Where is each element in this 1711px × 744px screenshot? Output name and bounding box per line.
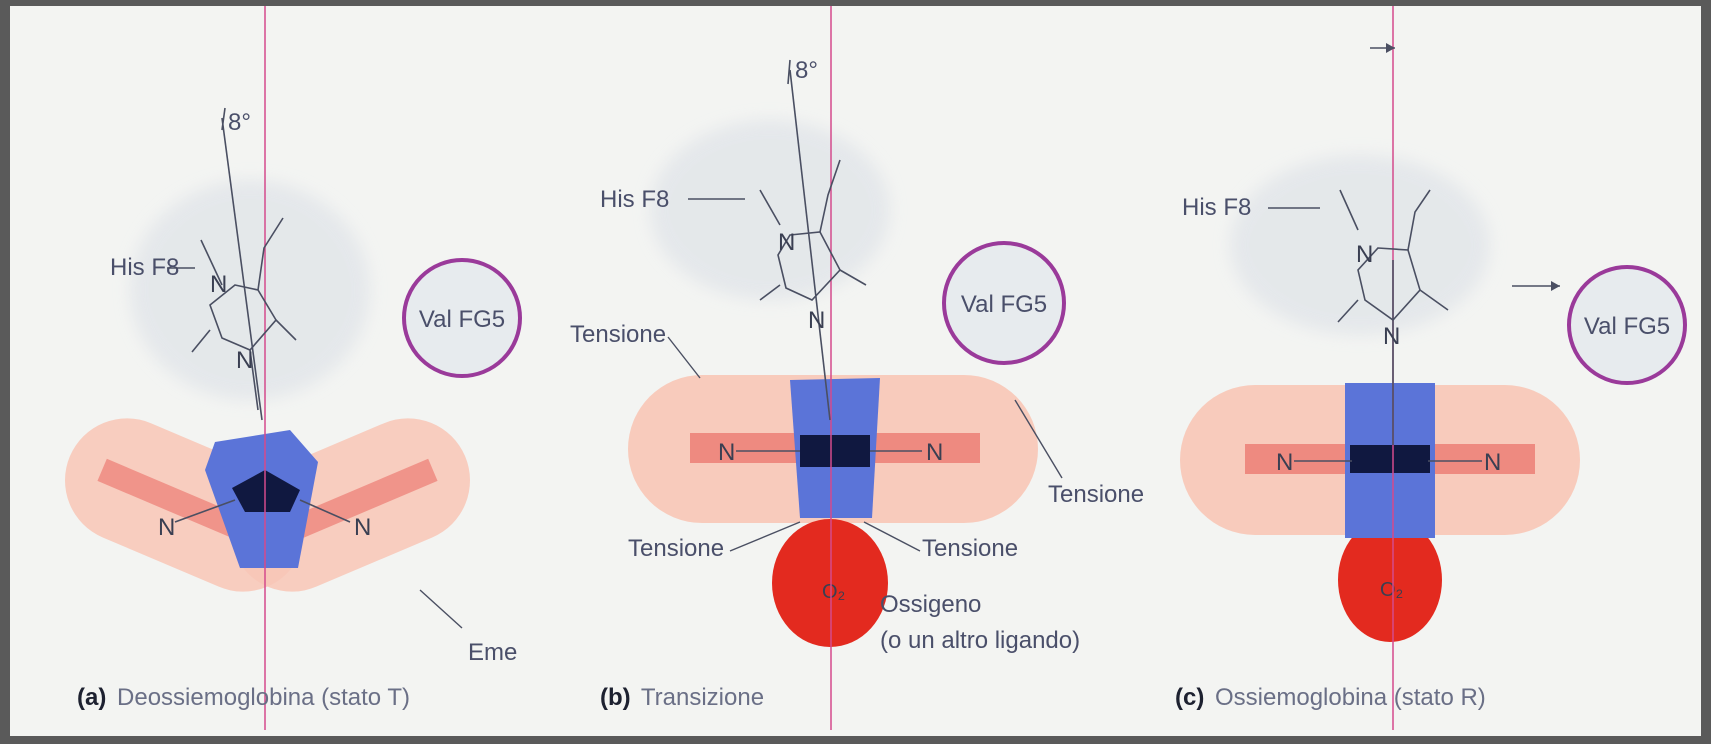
- panel-c-n-left: N: [1276, 449, 1293, 476]
- panel-a-n2: N: [236, 347, 253, 374]
- panel-a-letter: (a): [77, 684, 106, 711]
- panel-a-eme-leader: [420, 590, 462, 628]
- panel-a-caption: (a) Deossiemoglobina (stato T): [77, 684, 410, 711]
- panel-c-val-label: Val FG5: [1584, 313, 1670, 340]
- panel-b: O₂ N N N N 8° His F8 Val FG5 Tensione Te…: [570, 6, 1144, 730]
- panel-b-n-right: N: [926, 439, 943, 466]
- panel-a-n-right: N: [354, 514, 371, 541]
- panel-c-iron-core: [1350, 445, 1430, 473]
- panel-b-val-label: Val FG5: [961, 291, 1047, 318]
- panel-b-tension-right: Tensione: [1048, 481, 1144, 508]
- panel-a-title: Deossiemoglobina (stato T): [117, 684, 410, 711]
- panel-a-n-left: N: [158, 514, 175, 541]
- panel-b-n-left: N: [718, 439, 735, 466]
- panel-c-o2: O₂: [1380, 579, 1403, 601]
- panel-b-title: Transizione: [641, 684, 764, 711]
- panel-b-tension-top-leader: [668, 337, 700, 378]
- panel-b-tension-left: Tensione: [628, 535, 724, 562]
- panel-b-tension-top: Tensione: [570, 321, 666, 348]
- panel-b-letter: (b): [600, 684, 631, 711]
- panel-c: O₂ N N N N His F8 Val FG5 (c) Ossiemoglo…: [1175, 6, 1685, 730]
- panel-b-n2: N: [808, 307, 825, 334]
- panel-c-his-label: His F8: [1182, 194, 1251, 221]
- panel-a-angle-label: 8°: [228, 109, 251, 136]
- panel-c-caption: (c) Ossiemoglobina (stato R): [1175, 684, 1486, 711]
- panel-b-his-label: His F8: [600, 186, 669, 213]
- panel-c-n2: N: [1383, 323, 1400, 350]
- panel-a-eme-label: Eme: [468, 639, 517, 666]
- panel-b-tension-bottom: Tensione: [922, 535, 1018, 562]
- panel-b-oxygen-label: Ossigeno: [880, 591, 981, 618]
- panel-a-n1: N: [210, 271, 227, 298]
- panel-a: N N N N 8° His F8 Val FG5 Eme (a) Deossi…: [46, 6, 520, 730]
- panel-b-cloud: [650, 120, 890, 300]
- panel-b-caption: (b) Transizione: [600, 684, 764, 711]
- panel-b-angle-tick: [788, 60, 790, 84]
- panel-c-title: Ossiemoglobina (stato R): [1215, 684, 1486, 711]
- panel-b-o2: O₂: [822, 581, 845, 603]
- panel-c-n1: N: [1356, 241, 1373, 268]
- panel-c-letter: (c): [1175, 684, 1204, 711]
- panel-b-iron-core: [800, 435, 870, 467]
- panel-b-angle-label: 8°: [795, 57, 818, 84]
- panel-a-val-label: Val FG5: [419, 306, 505, 333]
- panel-b-n1: N: [778, 229, 795, 256]
- panel-c-val-arrowhead: [1551, 281, 1560, 291]
- panel-b-ligand-label: (o un altro ligando): [880, 627, 1080, 654]
- panel-c-n-right: N: [1484, 449, 1501, 476]
